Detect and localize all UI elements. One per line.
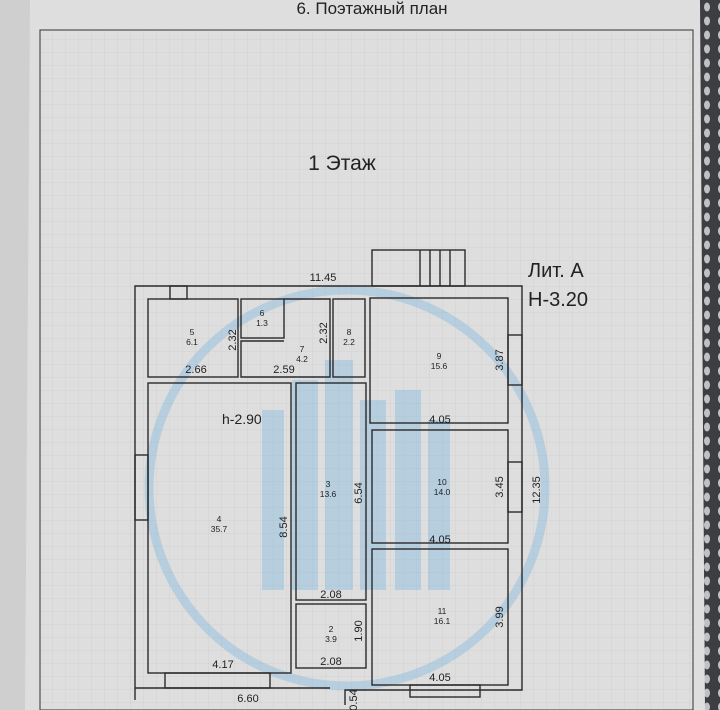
room-label-6: 61.3 xyxy=(256,308,268,328)
walls xyxy=(134,249,523,705)
room-label-4: 435.7 xyxy=(211,514,228,534)
dim-r7-width: 2.59 xyxy=(273,364,294,376)
floor-title: 1 Этаж xyxy=(308,152,376,175)
dim-r5-width: 2.66 xyxy=(185,364,206,376)
room-7-outline xyxy=(240,298,331,378)
building-litera: Лит. А xyxy=(528,260,584,282)
room-label-7: 74.2 xyxy=(296,344,308,364)
room-5-outline xyxy=(147,298,239,378)
svg-text:1.3: 1.3 xyxy=(256,318,268,328)
svg-text:35.7: 35.7 xyxy=(211,524,228,534)
dimension-labels: 11.45 12.35 2.66 2.32 2.59 2.32 3.87 4.0… xyxy=(185,272,543,710)
room-label-2: 23.9 xyxy=(325,624,337,644)
dim-r10-depth: 3.45 xyxy=(494,476,506,497)
room-label-8: 82.2 xyxy=(343,327,355,347)
dim-r11-width: 4.05 xyxy=(429,672,450,684)
svg-text:5: 5 xyxy=(190,327,195,337)
svg-text:3.9: 3.9 xyxy=(325,634,337,644)
dim-r9-width: 4.05 xyxy=(429,414,450,426)
dim-r9-depth: 3.87 xyxy=(494,349,506,370)
room-label-9: 915.6 xyxy=(431,351,448,371)
room-labels: 56.1 61.3 74.2 82.2 915.6 435.7 313.6 10… xyxy=(186,308,450,644)
svg-text:16.1: 16.1 xyxy=(434,616,451,626)
dim-r3-depth: 6.54 xyxy=(353,482,365,503)
room-3-outline xyxy=(295,382,367,601)
room-2-outline xyxy=(295,603,367,669)
dim-r7-depth: 2.32 xyxy=(318,322,330,343)
dim-r2-width: 2.08 xyxy=(320,656,341,668)
dim-total-width: 11.45 xyxy=(310,272,337,284)
dim-r4-width: 4.17 xyxy=(212,659,233,671)
svg-text:2: 2 xyxy=(329,624,334,634)
svg-text:3: 3 xyxy=(326,479,331,489)
room-6-outline xyxy=(240,298,285,339)
section-title: 6. Поэтажный план xyxy=(296,0,447,18)
dim-porch-step: 0.54 xyxy=(348,689,360,710)
svg-text:4: 4 xyxy=(217,514,222,524)
dim-r5-depth: 2.32 xyxy=(227,329,239,350)
svg-text:11: 11 xyxy=(438,606,447,616)
room-4-height: h-2.90 xyxy=(222,411,262,427)
porch-steps-top xyxy=(371,249,466,287)
svg-text:13.6: 13.6 xyxy=(320,489,337,499)
dim-total-depth: 12.35 xyxy=(531,476,543,504)
dim-porch-width: 6.60 xyxy=(237,693,258,705)
svg-text:7: 7 xyxy=(300,344,305,354)
room-8-outline xyxy=(332,298,366,378)
dim-r4-depth: 8.54 xyxy=(278,516,290,537)
svg-text:15.6: 15.6 xyxy=(431,361,448,371)
svg-text:6: 6 xyxy=(260,308,265,318)
dim-r11-depth: 3.99 xyxy=(494,606,506,627)
svg-text:8: 8 xyxy=(347,327,352,337)
dim-r10-width: 4.05 xyxy=(429,534,450,546)
room-label-5: 56.1 xyxy=(186,327,198,347)
svg-text:6.1: 6.1 xyxy=(186,337,198,347)
dim-r2-depth: 1.90 xyxy=(353,620,365,641)
dim-r3-width: 2.08 xyxy=(320,589,341,601)
svg-text:14.0: 14.0 xyxy=(434,487,451,497)
svg-text:4.2: 4.2 xyxy=(296,354,308,364)
building-height: Н-3.20 xyxy=(528,289,588,311)
room-label-3: 313.6 xyxy=(320,479,337,499)
svg-text:10: 10 xyxy=(437,477,447,487)
svg-text:2.2: 2.2 xyxy=(343,337,355,347)
svg-text:9: 9 xyxy=(437,351,442,361)
